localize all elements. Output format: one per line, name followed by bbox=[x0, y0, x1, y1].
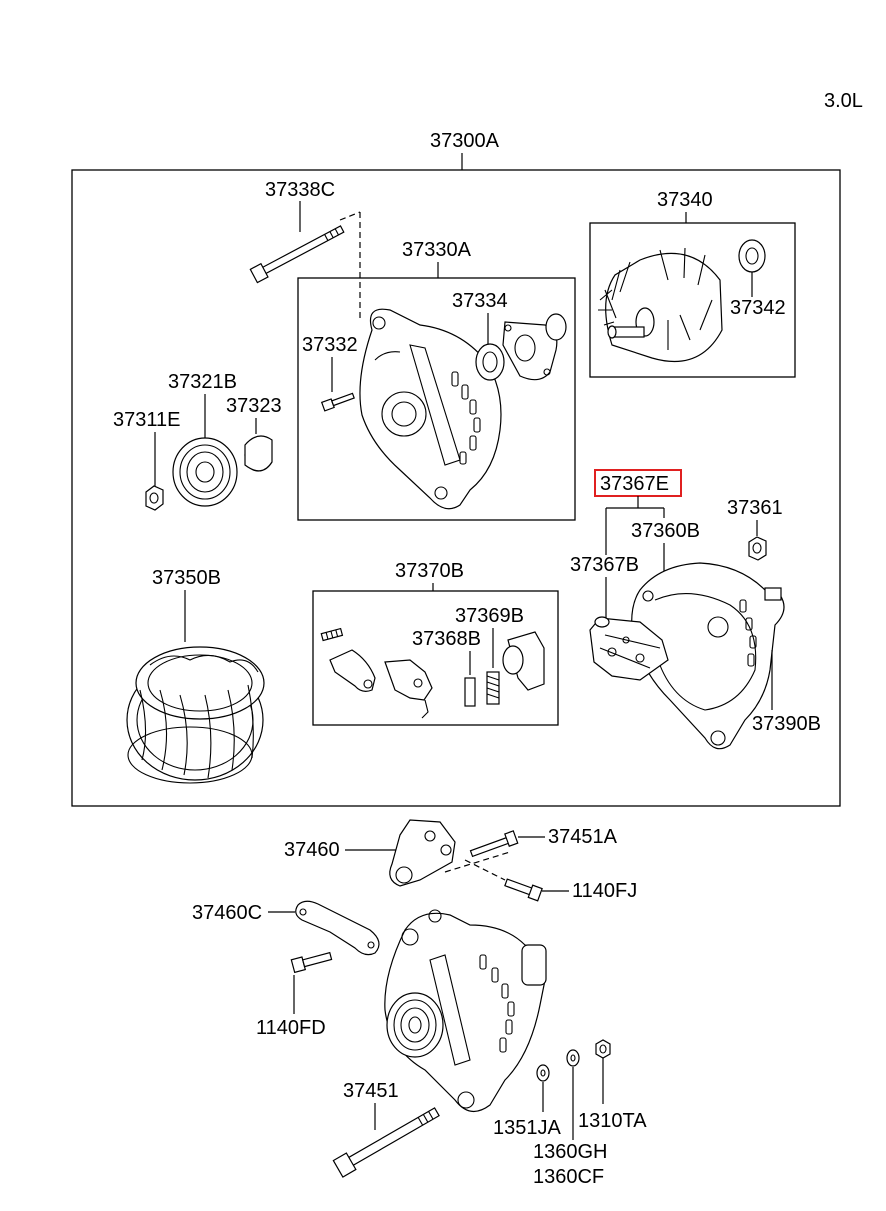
label-37390B[interactable]: 37390B bbox=[752, 713, 821, 735]
label-37360B[interactable]: 37360B bbox=[631, 520, 700, 542]
label-37338C[interactable]: 37338C bbox=[265, 179, 335, 201]
label-37451[interactable]: 37451 bbox=[343, 1080, 399, 1102]
rear-bracket-vents bbox=[739, 599, 757, 667]
label-1140FD[interactable]: 1140FD bbox=[256, 1017, 326, 1039]
label-37460[interactable]: 37460 bbox=[284, 839, 340, 861]
engine-label: 3.0L bbox=[824, 90, 863, 112]
label-37369B[interactable]: 37369B bbox=[455, 605, 524, 627]
label-37300A[interactable]: 37300A bbox=[430, 130, 500, 152]
pulley-group: 37321B 37323 37311E bbox=[113, 371, 282, 511]
label-1140FJ[interactable]: 1140FJ bbox=[572, 880, 637, 902]
label-37368B[interactable]: 37368B bbox=[412, 628, 481, 650]
assembly-box: 37300A bbox=[71, 130, 841, 807]
label-37367B[interactable]: 37367B bbox=[570, 554, 639, 576]
label-37370B[interactable]: 37370B bbox=[395, 560, 464, 582]
front-bracket-37330A: 37330A 37332 37334 bbox=[297, 239, 576, 521]
rear-group-37367E: 37367E 37360B 37367B 37361 3739 bbox=[570, 469, 821, 750]
label-37342[interactable]: 37342 bbox=[730, 297, 786, 319]
brush-holder-37370B: 37370B 37369B 37368B bbox=[312, 560, 559, 726]
rotor-37340: 37340 37342 bbox=[589, 189, 796, 378]
label-37460C[interactable]: 37460C bbox=[192, 902, 262, 924]
label-37332[interactable]: 37332 bbox=[302, 334, 358, 356]
label-1351JA[interactable]: 1351JA bbox=[493, 1117, 561, 1139]
alternator-vents bbox=[479, 954, 515, 1053]
bracket-vent-slots bbox=[451, 371, 481, 465]
stator-37350B: 37350B bbox=[126, 567, 265, 784]
label-37340[interactable]: 37340 bbox=[657, 189, 713, 211]
through-bolt-37338C: 37338C bbox=[249, 179, 361, 320]
label-37451A[interactable]: 37451A bbox=[548, 826, 618, 848]
label-37361[interactable]: 37361 bbox=[727, 497, 783, 519]
label-37321B[interactable]: 37321B bbox=[168, 371, 237, 393]
label-37367E[interactable]: 37367E bbox=[600, 473, 669, 495]
label-37350B[interactable]: 37350B bbox=[152, 567, 221, 589]
label-1360CF[interactable]: 1360CF bbox=[533, 1166, 604, 1188]
label-1360GH[interactable]: 1360GH bbox=[533, 1141, 608, 1163]
label-37311E[interactable]: 37311E bbox=[113, 409, 180, 431]
label-37323[interactable]: 37323 bbox=[226, 395, 282, 417]
lower-assembly: 37460 37451A 1140FJ 37460C 1140FD bbox=[192, 819, 647, 1188]
label-37334[interactable]: 37334 bbox=[452, 290, 508, 312]
label-37330A[interactable]: 37330A bbox=[402, 239, 472, 261]
label-1310TA[interactable]: 1310TA bbox=[578, 1110, 647, 1132]
